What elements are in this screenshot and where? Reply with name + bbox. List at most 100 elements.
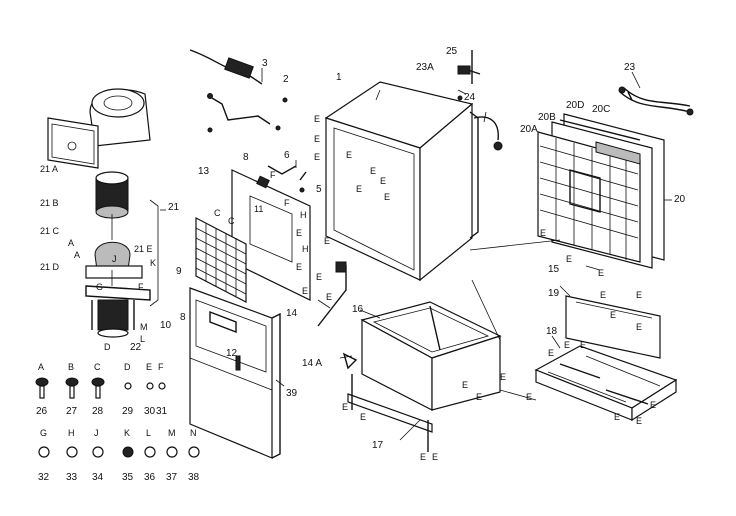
label-k: K bbox=[150, 258, 156, 268]
label-22: 22 bbox=[130, 342, 142, 353]
fastener-marker-e: E bbox=[526, 392, 532, 402]
label-20d: 20D bbox=[566, 100, 584, 111]
label-11: 11 bbox=[254, 204, 263, 214]
hardware-letter: M bbox=[168, 428, 176, 438]
fastener-marker-e: E bbox=[296, 228, 302, 238]
label-21b: 21 B bbox=[40, 198, 59, 208]
label-17: 17 bbox=[372, 440, 384, 451]
fastener-marker-e: E bbox=[610, 310, 616, 320]
fastener-icon bbox=[124, 382, 132, 390]
label-18: 18 bbox=[546, 326, 558, 337]
power-cord bbox=[189, 49, 288, 103]
label-25: 25 bbox=[446, 46, 458, 57]
label-d: D bbox=[104, 342, 111, 352]
label-21e: 21 E bbox=[134, 244, 153, 254]
fastener-marker-e: E bbox=[316, 272, 322, 282]
screw-head-icon bbox=[65, 377, 79, 387]
hardware-number: 31 bbox=[156, 406, 168, 417]
fastener-marker-e: E bbox=[370, 166, 376, 176]
fastener-marker-e: E bbox=[540, 228, 546, 238]
label-23: 23 bbox=[624, 62, 636, 73]
label-20: 20 bbox=[674, 194, 686, 205]
hardware-item-h: H 33 bbox=[66, 428, 78, 483]
hardware-number: 32 bbox=[38, 472, 50, 483]
hardware-letter: H bbox=[68, 428, 75, 438]
fastener-marker-e: E bbox=[326, 292, 332, 302]
reservoir-16 bbox=[360, 301, 502, 411]
label-21a: 21 A bbox=[40, 164, 58, 174]
hardware-number: 30 bbox=[144, 406, 156, 417]
hardware-number: 29 bbox=[122, 406, 134, 417]
label-13: 13 bbox=[198, 166, 210, 177]
label-21: 21 bbox=[168, 202, 180, 213]
hardware-letter: E bbox=[146, 362, 152, 372]
part-labels: 1 2 3 5 6 8 8 9 10 12 13 14 14 A 15 16 1… bbox=[40, 46, 686, 451]
fastener-marker-e: E bbox=[324, 236, 330, 246]
hardware-letter: K bbox=[124, 428, 130, 438]
hardware-item-c: C 28 bbox=[91, 362, 105, 417]
blower-motor bbox=[85, 241, 151, 338]
fastener-icon bbox=[158, 382, 166, 390]
cabinet-1 bbox=[324, 81, 479, 282]
label-c: C bbox=[214, 208, 221, 218]
label-20c: 20C bbox=[592, 104, 610, 115]
hardware-number: 28 bbox=[92, 406, 104, 417]
label-3: 3 bbox=[262, 58, 268, 69]
float-assembly bbox=[317, 261, 358, 370]
hardware-number: 26 bbox=[36, 406, 48, 417]
label-10: 10 bbox=[160, 320, 172, 331]
fastener-marker-e: E bbox=[356, 184, 362, 194]
label-15: 15 bbox=[548, 264, 560, 275]
hardware-item-d: D 29 bbox=[122, 362, 134, 417]
label-20b: 20B bbox=[538, 112, 556, 123]
hardware-item-l: L36 bbox=[144, 428, 156, 483]
panel-19 bbox=[565, 295, 661, 359]
label-20a: 20A bbox=[520, 124, 538, 135]
hardware-number: 36 bbox=[144, 472, 156, 483]
fastener-icon bbox=[188, 446, 200, 458]
fastener-marker-e: E bbox=[380, 176, 386, 186]
label-8b: 8 bbox=[180, 312, 186, 323]
label-16: 16 bbox=[352, 304, 364, 315]
fastener-marker-e: E bbox=[346, 150, 352, 160]
switch-bracket bbox=[207, 93, 281, 133]
label-h1: H bbox=[300, 210, 307, 220]
hardware-item-j: J34 bbox=[92, 428, 104, 483]
label-f-c: F bbox=[138, 282, 144, 292]
label-39: 39 bbox=[286, 388, 298, 399]
hardware-letter: C bbox=[94, 362, 101, 372]
fastener-marker-e: E bbox=[580, 340, 586, 350]
label-19: 19 bbox=[548, 288, 560, 299]
media-frame-20 bbox=[537, 113, 665, 269]
fastener-marker-e: E bbox=[302, 286, 308, 296]
label-a2: A bbox=[74, 250, 80, 260]
label-8a: 8 bbox=[243, 152, 249, 163]
fastener-marker-e: E bbox=[636, 322, 642, 332]
label-j: J bbox=[112, 254, 117, 264]
hardware-item-m: M37 bbox=[166, 428, 178, 483]
grille-13 bbox=[195, 217, 247, 303]
fastener-marker-e: E bbox=[548, 348, 554, 358]
hardware-number: 33 bbox=[66, 472, 78, 483]
front-door bbox=[189, 287, 281, 459]
label-9: 9 bbox=[176, 266, 182, 277]
hardware-item-f: F31 bbox=[156, 362, 168, 417]
hardware-letter: B bbox=[68, 362, 74, 372]
hardware-letter: D bbox=[124, 362, 131, 372]
label-f-b: F bbox=[284, 198, 290, 208]
control-panel bbox=[231, 165, 311, 301]
fastener-icon bbox=[66, 446, 78, 458]
label-2: 2 bbox=[283, 74, 289, 85]
label-14: 14 bbox=[286, 308, 298, 319]
fastener-marker-e: E bbox=[476, 392, 482, 402]
label-23a: 23A bbox=[416, 62, 434, 73]
fastener-marker-e: E bbox=[650, 400, 656, 410]
fastener-icon bbox=[122, 446, 134, 458]
hardware-letter: G bbox=[40, 428, 47, 438]
hardware-number: 27 bbox=[66, 406, 78, 417]
hardware-number: 34 bbox=[92, 472, 104, 483]
fastener-marker-e: E bbox=[420, 452, 426, 462]
